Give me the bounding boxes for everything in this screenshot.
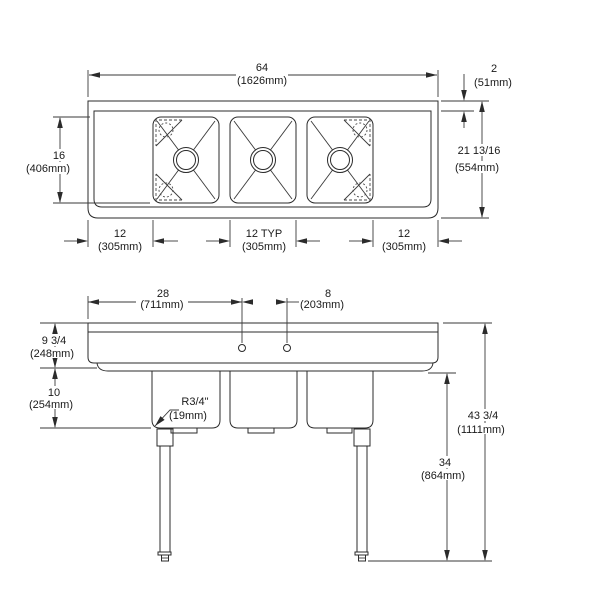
faucet-hole-1 xyxy=(238,344,246,352)
dim-overall-height xyxy=(443,322,492,561)
label-bowl-front-back-in: 16 xyxy=(53,150,65,162)
label-counter-height-in: 34 xyxy=(439,457,451,469)
leader-corner-radius xyxy=(154,409,179,427)
label-backgrounds xyxy=(25,74,507,480)
label-bowl-width-in: 12 TYP xyxy=(246,228,283,240)
faucet-hole-2 xyxy=(283,344,291,352)
label-overall-depth-mm: (554mm) xyxy=(455,162,499,174)
label-bowl-depth-mm: (254mm) xyxy=(29,399,73,411)
label-right-drainboard-in: 12 xyxy=(398,228,410,240)
front-view xyxy=(40,296,492,562)
label-overall-height-mm: (1111mm) xyxy=(457,424,505,436)
front-bowl-2 xyxy=(229,371,298,429)
label-bowl-depth-in: 10 xyxy=(48,387,60,399)
drain-fitting-3 xyxy=(326,427,353,434)
underside-lip xyxy=(96,362,434,372)
label-overall-width-in: 64 xyxy=(256,62,268,74)
label-left-drainboard-in: 12 xyxy=(114,228,126,240)
label-bowl-width-mm: (305mm) xyxy=(242,241,286,253)
top-view xyxy=(53,70,489,247)
dim-bottom-widths xyxy=(64,220,462,247)
label-bowl-front-back-mm: (406mm) xyxy=(26,163,70,175)
drain-outer xyxy=(173,147,199,173)
front-body-outline xyxy=(87,322,439,364)
dim-faucet-holes xyxy=(87,296,299,343)
label-left-drainboard-mm: (305mm) xyxy=(98,241,142,253)
drain-outer xyxy=(250,147,276,173)
left-leg xyxy=(156,428,174,562)
drain-fitting-2 xyxy=(247,427,275,434)
label-backsplash-height-in: 9 3/4 xyxy=(42,335,66,347)
label-right-drainboard-mm: (305mm) xyxy=(382,241,426,253)
label-counter-height-mm: (864mm) xyxy=(421,470,465,482)
label-faucet-spacing-mm: (203mm) xyxy=(300,299,344,311)
drain-inner xyxy=(253,150,273,170)
bowl-1 xyxy=(152,116,220,204)
drain-inner xyxy=(176,150,196,170)
knockout-circle xyxy=(352,182,368,198)
bowl-2 xyxy=(229,116,297,204)
dimension-labels: 64 (1626mm) 2 (51mm) 21 13/16 (554mm) 16… xyxy=(26,62,512,482)
dim-backsplash-depth xyxy=(441,74,489,219)
label-backsplash-height-mm: (248mm) xyxy=(30,348,74,360)
drain-outer xyxy=(327,147,353,173)
label-faucet-offset-mm: (711mm) xyxy=(140,299,183,311)
label-faucet-spacing-in: 8 xyxy=(325,288,331,300)
label-backsplash-depth-in: 2 xyxy=(491,63,497,75)
label-backsplash-depth-mm: (51mm) xyxy=(474,77,512,89)
label-overall-height-in: 43 3/4 xyxy=(468,410,499,422)
bowl-3 xyxy=(306,116,374,204)
knockout-circle xyxy=(158,182,174,198)
label-overall-width-mm: (1626mm) xyxy=(237,75,287,87)
drain-fitting-1 xyxy=(170,427,198,434)
label-faucet-offset-in: 28 xyxy=(157,288,169,300)
label-corner-radius-mm: (19mm) xyxy=(169,410,207,422)
drain-inner xyxy=(330,150,350,170)
dim-backsplash-height xyxy=(40,322,97,369)
top-view-inner-deck xyxy=(93,110,432,208)
label-corner-radius-in: R3/4" xyxy=(181,396,208,408)
front-bowl-3 xyxy=(306,371,374,429)
label-overall-depth-in: 21 13/16 xyxy=(458,145,501,157)
knockout-circle xyxy=(158,122,174,138)
dim-overall-depth xyxy=(479,101,485,218)
top-view-sink-outline xyxy=(87,100,439,219)
knockout-circle xyxy=(352,122,368,138)
right-leg xyxy=(353,428,371,562)
